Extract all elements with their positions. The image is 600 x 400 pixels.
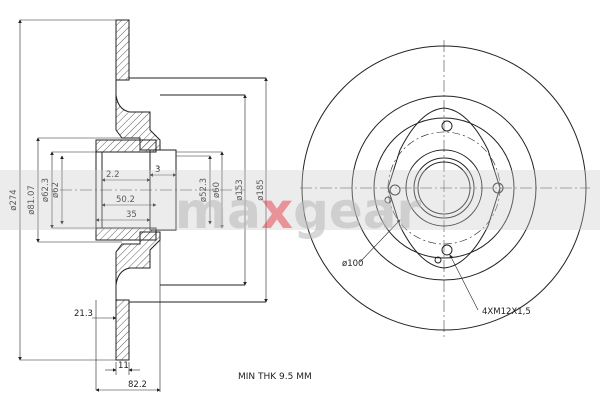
dim-inner-face-diameter: ø153 [235,179,245,200]
dim-disc-thickness-offset: 21.3 [74,309,93,319]
dim-hub-bore-2: 35 [126,210,137,220]
dim-bore-diameter: ø81.07 [27,185,37,215]
bolt-hole-left [389,184,401,196]
dim-bearing-diameter: ø185 [256,179,266,200]
side-dimension-texts: ø274 ø81.07 ø62.3 ø62 2.2 3 50.2 35 ø52.… [9,165,266,390]
bolt-pattern-label: 4XM12X1,5 [482,307,531,317]
min-thickness-note: MIN THK 9.5 MM [238,372,312,382]
dim-hub-bore-1: 50.2 [116,195,135,205]
side-section-view [60,19,266,361]
front-view [300,40,590,340]
dim-disc-thickness: 11 [118,361,129,371]
bolt-leader [449,254,479,311]
small-hole-1 [434,256,442,264]
rotor-section-top [115,19,130,81]
dim-hub-inner-2: ø62 [51,182,61,198]
dim-hub-offset-2: 3 [155,165,160,175]
pcd-label: ø100 [342,259,363,269]
hat-outer-circle [373,117,515,259]
watermark-text: maxgear [175,182,422,240]
hub-inner-circle [413,157,475,219]
small-hole-2 [384,196,392,204]
dim-pilot-diameter: ø52.3 [199,178,209,202]
rotor-section-bottom [115,299,130,361]
brand-watermark: maxgear [0,170,600,240]
dim-total-height: 82.2 [128,380,147,390]
dim-hat-diameter: ø60 [212,182,222,198]
pcd-leader [359,219,401,263]
hat-wall-bottom [115,231,161,300]
hat-flower-outline [387,107,501,269]
watermark-band [0,170,600,230]
watermark-text-x: x [261,182,293,240]
side-dimension-lines [18,19,268,392]
front-view-texts: ø100 4XM12X1,5 [342,259,531,317]
watermark-text-right: gear [293,182,421,240]
bolt-hole-top [441,120,453,132]
dim-outer-diameter: ø274 [9,189,19,210]
dim-hub-inner-1: ø62.3 [41,178,51,202]
hub-top-flange [95,139,157,153]
watermark-text-left: ma [175,182,261,240]
dim-hub-offset-1: 2.2 [106,170,120,180]
bolt-hole-bottom [441,244,453,256]
